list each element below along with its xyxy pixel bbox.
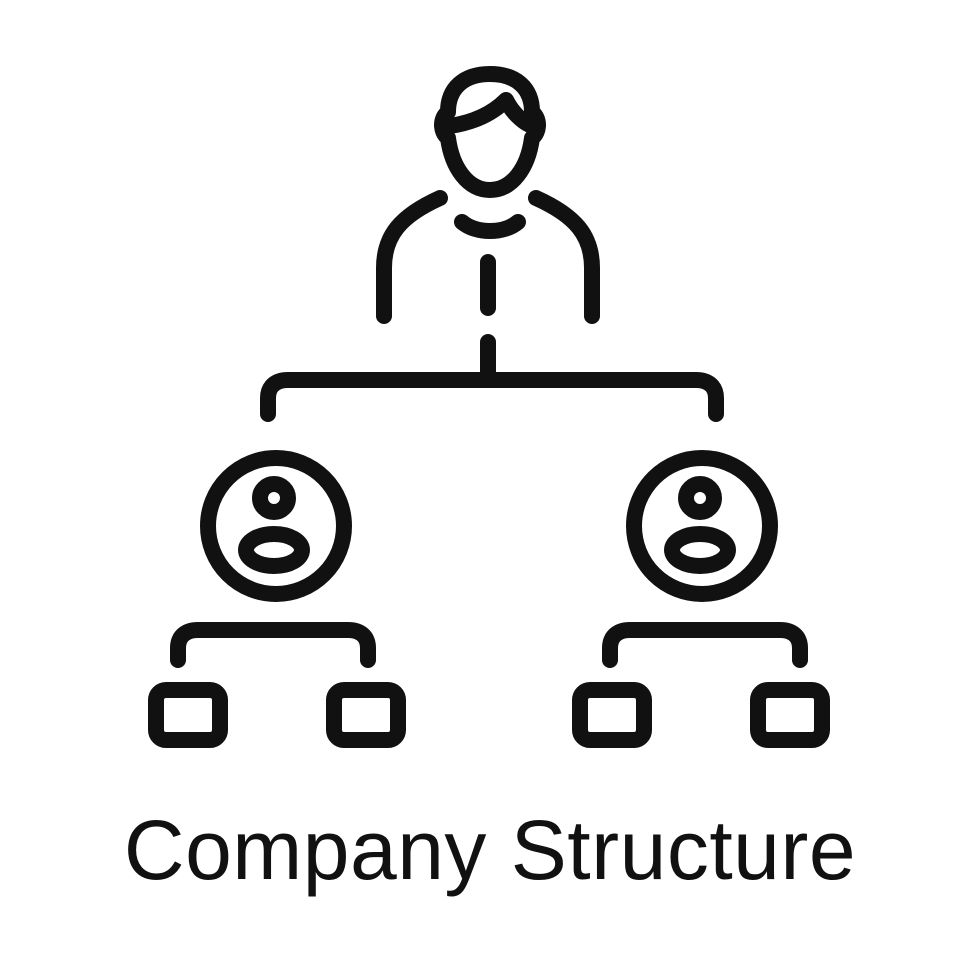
- manager-hair: [442, 92, 540, 134]
- left-sub-connector: [170, 622, 376, 668]
- employee-right-body: [664, 526, 736, 574]
- right-sub-connector: [602, 622, 808, 668]
- unit-box-icon: [750, 682, 830, 748]
- employee-right-circle: [626, 450, 778, 602]
- caption-text: Company Structure: [123, 803, 857, 897]
- manager-right-shoulder: [528, 190, 600, 324]
- company-structure-icon: [148, 66, 830, 748]
- employee-left-head: [252, 476, 296, 520]
- employee-right-head: [678, 476, 722, 520]
- unit-box-icon: [572, 682, 652, 748]
- employee-icon: [200, 450, 352, 602]
- manager-left-shoulder: [376, 190, 448, 324]
- manager-collar: [454, 214, 526, 239]
- employee-left-body: [238, 526, 310, 574]
- employee-left-circle: [200, 450, 352, 602]
- top-connector: [260, 334, 724, 422]
- manager-icon: [376, 66, 600, 324]
- employee-icon: [626, 450, 778, 602]
- org-chart-graphic: [148, 66, 830, 748]
- unit-box-icon: [326, 682, 406, 748]
- manager-head: [434, 66, 546, 198]
- unit-box-icon: [148, 682, 228, 748]
